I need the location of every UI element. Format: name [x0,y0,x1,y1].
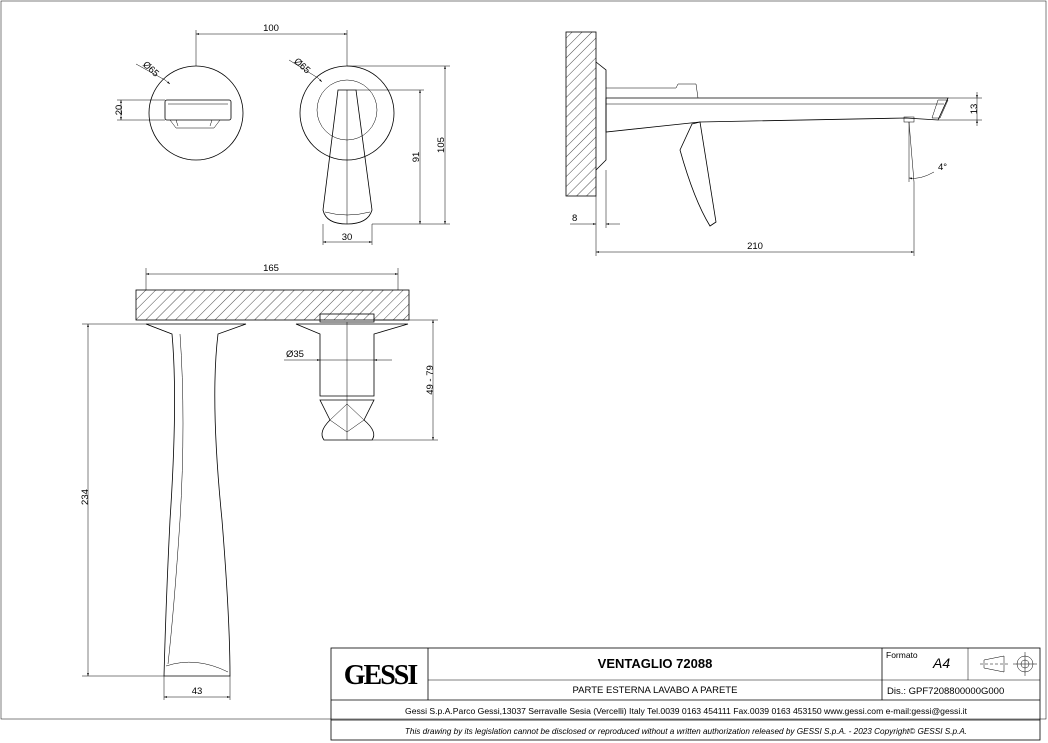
spout-body [605,97,949,133]
format-value: A4 [932,655,950,671]
left-slot-cover [164,99,232,121]
title-block: GESSI VENTAGLIO 72088 PARTE ESTERNA LAVA… [330,647,1041,741]
dim-spout-length: 210 [747,241,763,252]
dim-spout-total: 234 [80,489,91,505]
spout-top [145,323,247,677]
dim-lever-height: 91 [411,152,422,163]
dim-spout-angle: 4° [938,162,947,173]
product-name: VENTAGLIO 72088 [598,656,713,671]
wall-section [565,31,597,197]
dim-rosette-right: Ø65 [292,56,313,76]
dim-body-range: 49 - 79 [425,365,436,395]
dim-slot-height: 20 [114,105,125,116]
drawing-number: Dis.: GPF7208800000G000 [887,686,1004,697]
body-top [295,323,409,397]
dim-spout-thickness: 13 [969,104,980,115]
dim-total-height: 105 [436,137,447,153]
format-label: Formato [886,650,918,660]
sheet-border [0,0,1047,720]
dim-body-diameter: Ø35 [286,349,304,360]
front-view: Ø65 20 Ø65 100 91 105 30 [114,23,450,245]
gessi-logo: GESSI [344,660,418,691]
company-info: Gessi S.p.A.Parco Gessi,13037 Serravalle… [405,706,967,716]
projection-symbol-icon [980,652,1037,676]
side-view: 13 4° 8 210 [565,31,982,256]
side-lever [679,121,717,227]
dim-spout-base: 43 [192,686,203,697]
dim-slab-length: 165 [263,263,279,274]
product-description: PARTE ESTERNA LAVABO A PARETE [573,685,738,696]
top-view: 165 234 43 Ø35 49 - 79 [80,263,438,700]
left-rosette [148,65,244,161]
dim-lever-width: 30 [342,232,353,243]
copyright-notice: This drawing by its legislation cannot b… [405,727,967,736]
dim-wall-offset: 8 [572,213,577,224]
dim-rosette-left: Ø65 [140,59,161,79]
slab-section [135,289,410,321]
dim-top-spacing: 100 [263,23,279,34]
